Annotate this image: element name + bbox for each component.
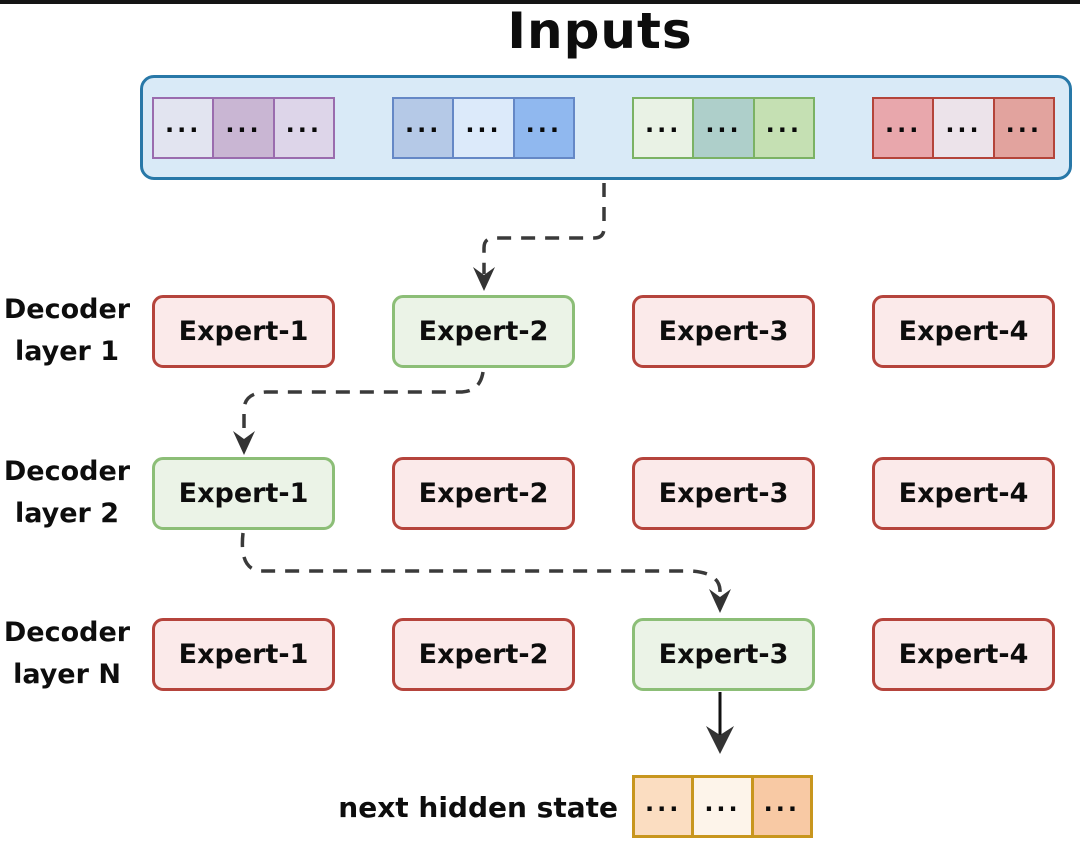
ellipsis-text: ... — [285, 109, 322, 138]
red-tokens-group: ......... — [872, 96, 1055, 159]
expert-box-expert-4: Expert-4 — [872, 295, 1055, 368]
expert-box-expert-3: Expert-3 — [632, 457, 815, 530]
ellipsis-text: ... — [705, 109, 742, 138]
layer-label-2: Decoder layer 2 — [2, 451, 132, 535]
expert-box-expert-3-selected: Expert-3 — [632, 618, 815, 691]
expert-box-expert-2: Expert-2 — [392, 457, 575, 530]
purple-tokens-cell-2: ... — [212, 98, 273, 157]
blue-tokens-cell-1: ... — [394, 98, 453, 157]
dashed-route-layer1-to-layer2-expert1 — [242, 371, 485, 436]
ellipsis-text: ... — [884, 109, 922, 138]
layer-label-line: layer 1 — [14, 336, 120, 367]
decoder-layer-row-1: Decoder layer 1 Expert-1 Expert-2 Expert-3 Ex… — [0, 294, 1080, 368]
expert-box-expert-2-selected: Expert-2 — [392, 295, 575, 368]
layer-label-line: Decoder — [3, 456, 131, 487]
arrowhead-layerN — [709, 589, 731, 613]
top-edge-line — [0, 0, 1080, 4]
ellipsis-text: ... — [644, 109, 682, 138]
expert-box-expert-4: Expert-4 — [872, 457, 1055, 530]
output-cell-1: ... — [635, 778, 692, 835]
ellipsis-text: ... — [225, 109, 262, 138]
expert-box-expert-2: Expert-2 — [392, 618, 575, 691]
red-tokens-cell-2: ... — [932, 98, 993, 157]
decoder-layer-row-3: Decoder layer N Expert-1 Expert-2 Expert-3 Ex… — [0, 617, 1080, 691]
layer-label-line: layer N — [13, 659, 121, 690]
next-hidden-state-label: next hidden state — [338, 791, 618, 824]
expert-box-expert-1-selected: Expert-1 — [152, 457, 335, 530]
blue-tokens-cell-3: ... — [512, 98, 573, 157]
purple-tokens-group: ......... — [152, 96, 335, 159]
output-cell-3: ... — [750, 778, 810, 835]
expert-box-expert-3: Expert-3 — [632, 295, 815, 368]
arrowhead-layer1 — [473, 267, 495, 291]
ellipsis-text: ... — [465, 109, 502, 138]
output-cell-2: ... — [691, 778, 751, 835]
ellipsis-text: ... — [164, 109, 202, 138]
red-tokens-cell-1: ... — [874, 98, 933, 157]
ellipsis-text: ... — [945, 109, 982, 138]
ellipsis-text: ... — [763, 788, 800, 817]
expert-box-expert-1: Expert-1 — [152, 618, 335, 691]
layer-label-line: Decoder — [3, 294, 131, 325]
ellipsis-text: ... — [644, 788, 682, 817]
purple-tokens-cell-3: ... — [272, 98, 333, 157]
dashed-route-layer2-to-layerN-expert3 — [240, 532, 722, 594]
next-hidden-state-box: ......... — [632, 775, 813, 838]
ellipsis-text: ... — [1005, 109, 1042, 138]
arrowhead-layer2 — [233, 431, 255, 455]
blue-tokens-group: ......... — [392, 96, 575, 159]
inputs-container: .................................... — [140, 75, 1072, 180]
expert-box-expert-4: Expert-4 — [872, 618, 1055, 691]
layer-label-line: layer 2 — [14, 498, 120, 529]
green-tokens-group: ......... — [632, 96, 815, 159]
arrowhead-output — [706, 726, 734, 754]
layer-label-line: Decoder — [3, 617, 131, 648]
red-tokens-cell-3: ... — [992, 98, 1053, 157]
green-tokens-cell-1: ... — [634, 98, 693, 157]
ellipsis-text: ... — [525, 109, 562, 138]
decoder-layer-row-2: Decoder layer 2 Expert-1 Expert-2 Expert-3 Ex… — [0, 456, 1080, 530]
purple-tokens-cell-1: ... — [154, 98, 213, 157]
dashed-route-inputs-to-layer1-expert2 — [482, 183, 606, 274]
blue-tokens-cell-2: ... — [452, 98, 513, 157]
layer-label-1: Decoder layer 1 — [2, 289, 132, 373]
ellipsis-text: ... — [704, 788, 741, 817]
green-tokens-cell-3: ... — [752, 98, 813, 157]
diagram-title: Inputs — [507, 2, 693, 60]
green-tokens-cell-2: ... — [692, 98, 753, 157]
ellipsis-text: ... — [765, 109, 802, 138]
expert-box-expert-1: Expert-1 — [152, 295, 335, 368]
ellipsis-text: ... — [404, 109, 442, 138]
layer-label-3: Decoder layer N — [2, 612, 132, 696]
